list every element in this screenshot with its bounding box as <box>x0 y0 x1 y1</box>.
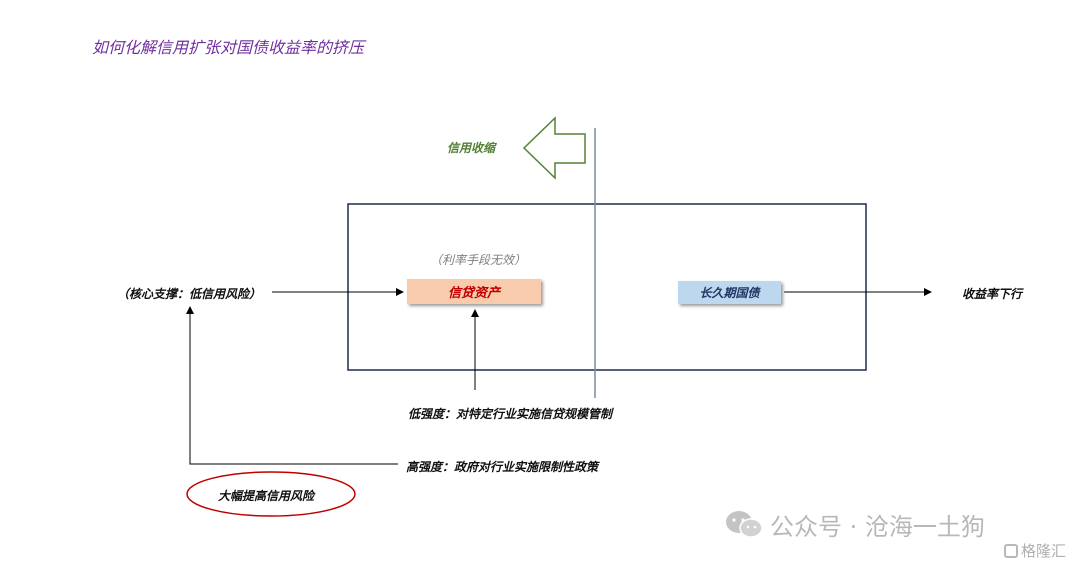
watermark-logo: 格隆汇 <box>1004 540 1066 561</box>
low-intensity-label: 低强度：对特定行业实施信贷规模管制 <box>408 407 613 421</box>
framework-box <box>347 203 867 371</box>
logo-text: 格隆汇 <box>1021 542 1067 560</box>
logo-mark-icon <box>1004 543 1018 558</box>
credit-asset-box: 信贷资产 <box>407 279 541 304</box>
wechat-icon <box>724 509 764 543</box>
core-support-label: （核心支撑：低信用风险） <box>117 287 262 301</box>
rate-tool-note: （利率手段无效） <box>430 253 527 267</box>
arrow-high-intensity-elbow <box>186 306 398 465</box>
credit-contraction-label: 信用收缩 <box>447 141 496 155</box>
long-bond-box: 长久期国债 <box>678 281 781 304</box>
credit-risk-ellipse <box>186 471 356 517</box>
credit-contraction-arrow-icon <box>522 116 586 180</box>
watermark-text: 公众号 · 沧海一土狗 <box>770 513 985 541</box>
high-intensity-label: 高强度：政府对行业实施限制性政策 <box>406 460 599 474</box>
yield-down-label: 收益率下行 <box>962 287 1023 301</box>
credit-risk-label: 大幅提高信用风险 <box>218 489 315 503</box>
page-title: 如何化解信用扩张对国债收益率的挤压 <box>92 38 365 57</box>
